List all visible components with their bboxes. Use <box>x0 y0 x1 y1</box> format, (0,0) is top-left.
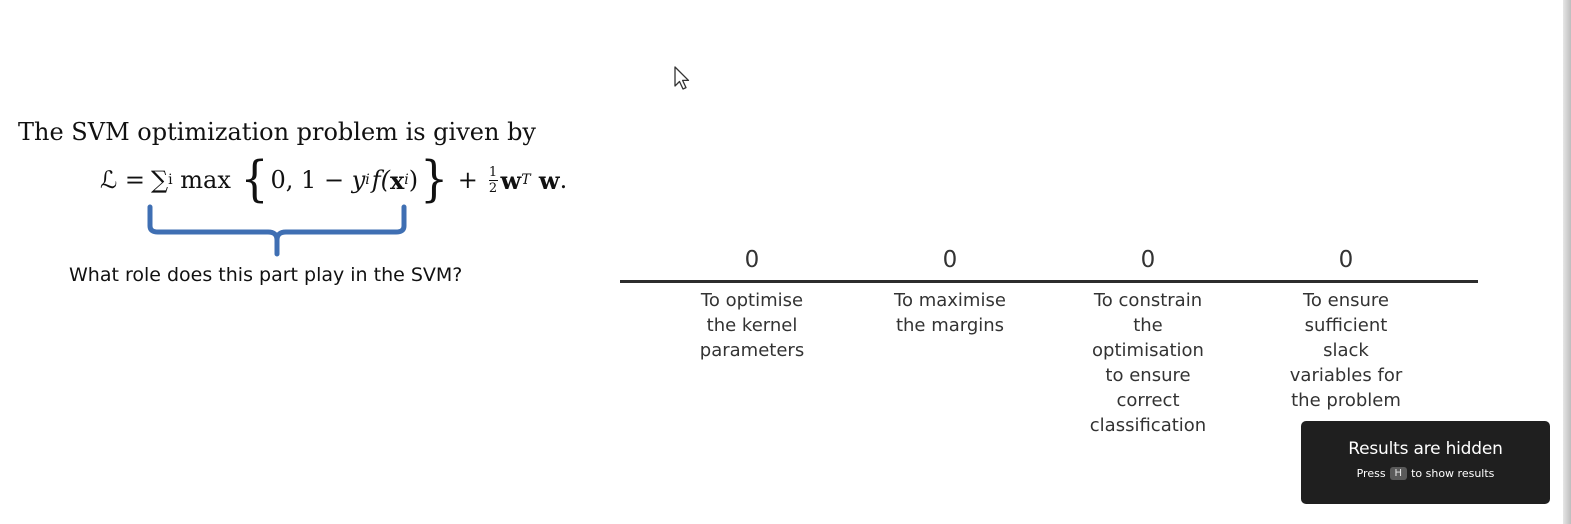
question-prompt: What role does this part play in the SVM… <box>69 264 463 286</box>
mouse-pointer-icon <box>674 66 690 90</box>
fraction-denominator: 2 <box>488 180 498 196</box>
equation-close-paren: ) <box>408 166 419 194</box>
equation-sum-index: i <box>168 172 173 188</box>
equation-transpose-sup: T <box>521 172 531 188</box>
poll-option-count: 0 <box>1140 247 1156 273</box>
equation-w: w <box>530 165 560 195</box>
equation-lhs: ℒ = <box>100 166 146 194</box>
equation-inner: 0, 1 − <box>270 166 352 194</box>
toast-hint-prefix: Press <box>1356 467 1386 480</box>
poll-option-count: 0 <box>744 247 760 273</box>
equation-max: max <box>172 166 239 194</box>
label-line: the kernel <box>706 315 798 336</box>
equation-close-brace: } <box>420 151 449 208</box>
label-line: the margins <box>895 315 1005 336</box>
label-line: the <box>1133 315 1163 336</box>
label-line: slack <box>1323 340 1369 361</box>
label-line: variables for <box>1289 365 1403 386</box>
poll-option-count: 0 <box>942 247 958 273</box>
equation-f: f( <box>371 166 390 194</box>
keyboard-key-badge: H <box>1389 467 1408 480</box>
label-line: classification <box>1089 415 1207 436</box>
toast-hint-suffix: to show results <box>1411 467 1495 480</box>
label-line: optimisation <box>1092 340 1204 361</box>
poll-option-2: 0 To maximise the margins <box>870 240 1030 338</box>
equation-half-fraction: 1 2 <box>488 164 498 196</box>
equation-x-index: i <box>404 172 409 188</box>
equation-w-transpose: w <box>500 165 522 195</box>
question-intro: The SVM optimization problem is given by <box>18 118 536 146</box>
equation-plus: + <box>450 166 486 194</box>
poll-option-label: To maximise the margins <box>870 288 1030 338</box>
toast-hint: Press H to show results <box>1301 467 1550 480</box>
equation-open-brace: { <box>240 151 269 208</box>
fraction-numerator: 1 <box>488 164 498 180</box>
equation-sum: ∑ <box>151 166 169 194</box>
label-line: to ensure <box>1105 365 1191 386</box>
label-line: To maximise <box>894 290 1006 311</box>
window-edge <box>1563 0 1571 524</box>
poll-option-4: 0 To ensure sufficient slack variables f… <box>1266 240 1426 413</box>
label-line: To optimise <box>700 290 804 311</box>
poll-option-1: 0 To optimise the kernel parameters <box>672 240 832 363</box>
poll-baseline <box>620 280 1478 283</box>
equation-y: y <box>351 166 366 194</box>
poll-option-label: To optimise the kernel parameters <box>672 288 832 363</box>
label-line: To constrain <box>1093 290 1203 311</box>
poll-option-label: To ensure sufficient slack variables for… <box>1266 288 1426 413</box>
label-line: the problem <box>1291 390 1401 411</box>
poll-option-3: 0 To constrain the optimisation to ensur… <box>1068 240 1228 438</box>
toast-title: Results are hidden <box>1348 439 1503 459</box>
label-line: parameters <box>699 340 805 361</box>
results-hidden-toast[interactable]: Results are hidden Press H to show resul… <box>1301 421 1550 504</box>
label-line: correct <box>1116 390 1180 411</box>
label-line: To ensure <box>1302 290 1390 311</box>
label-line: sufficient <box>1304 315 1388 336</box>
equation-x: x <box>389 165 405 195</box>
underbrace-icon <box>147 204 407 257</box>
equation-period: . <box>559 166 568 194</box>
poll-option-count: 0 <box>1338 247 1354 273</box>
poll-option-label: To constrain the optimisation to ensure … <box>1068 288 1228 438</box>
equation-y-index: i <box>365 172 370 188</box>
